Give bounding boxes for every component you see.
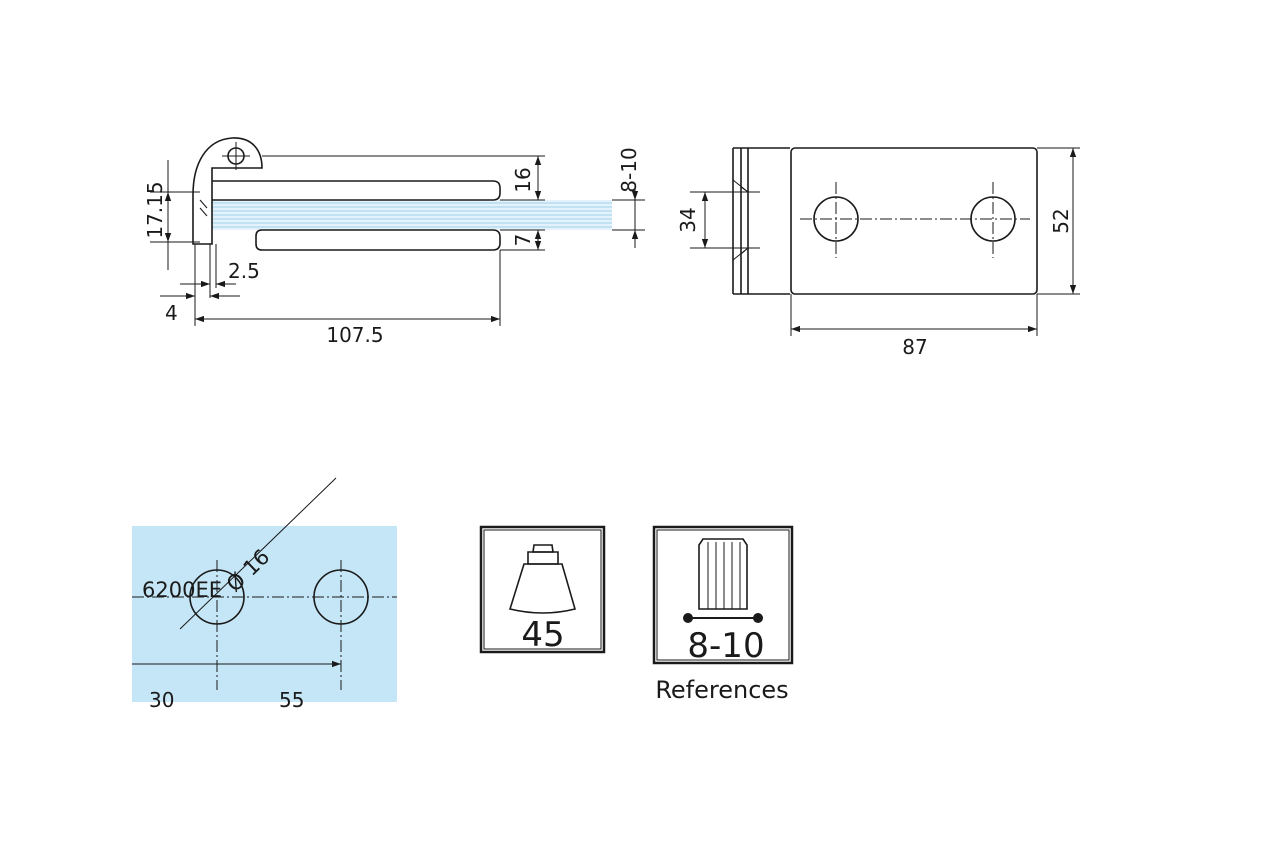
cutout-dim-30-label: 30 <box>149 688 174 712</box>
glass-thickness-icon <box>683 538 763 623</box>
dim-7-label: 7 <box>511 234 535 247</box>
dim-4-label: 4 <box>165 301 178 325</box>
dim-17-15-label: 17.15 <box>143 181 167 238</box>
lower-clamp-plate <box>255 229 501 251</box>
glass-panel-side <box>212 200 612 230</box>
cutout-code-label: 6200EE <box>142 578 222 602</box>
glass-panel <box>132 526 397 702</box>
references-label: References <box>655 676 788 704</box>
thickness-icon-box: 8-10 <box>652 525 794 666</box>
angle-icon-box: 45 <box>479 525 606 655</box>
hinge-knuckle-front <box>732 147 790 295</box>
thickness-value: 8-10 <box>687 626 764 666</box>
countersunk-bolt-icon <box>508 544 576 614</box>
upper-clamp-plate <box>212 180 501 201</box>
dim-87-label: 87 <box>902 335 927 359</box>
clamp-plate-front <box>790 147 1038 295</box>
hinge-body-side <box>192 137 263 245</box>
dim-52-label: 52 <box>1049 208 1073 233</box>
dim-16-label: 16 <box>511 167 535 192</box>
cutout-dim-55-label: 55 <box>279 688 304 712</box>
front-view: 34 52 87 <box>676 147 1080 359</box>
angle-value: 45 <box>521 615 564 655</box>
dim-34-label: 34 <box>676 207 700 232</box>
side-view: 17.15 2.5 4 107.5 16 7 8-10 <box>143 137 645 347</box>
dim-2-5-label: 2.5 <box>228 259 260 283</box>
dim-glass-thickness-label: 8-10 <box>617 147 641 192</box>
glass-cutout-diagram: 6200EE Ø 16 30 55 <box>132 477 397 712</box>
dim-107-5-label: 107.5 <box>326 323 383 347</box>
